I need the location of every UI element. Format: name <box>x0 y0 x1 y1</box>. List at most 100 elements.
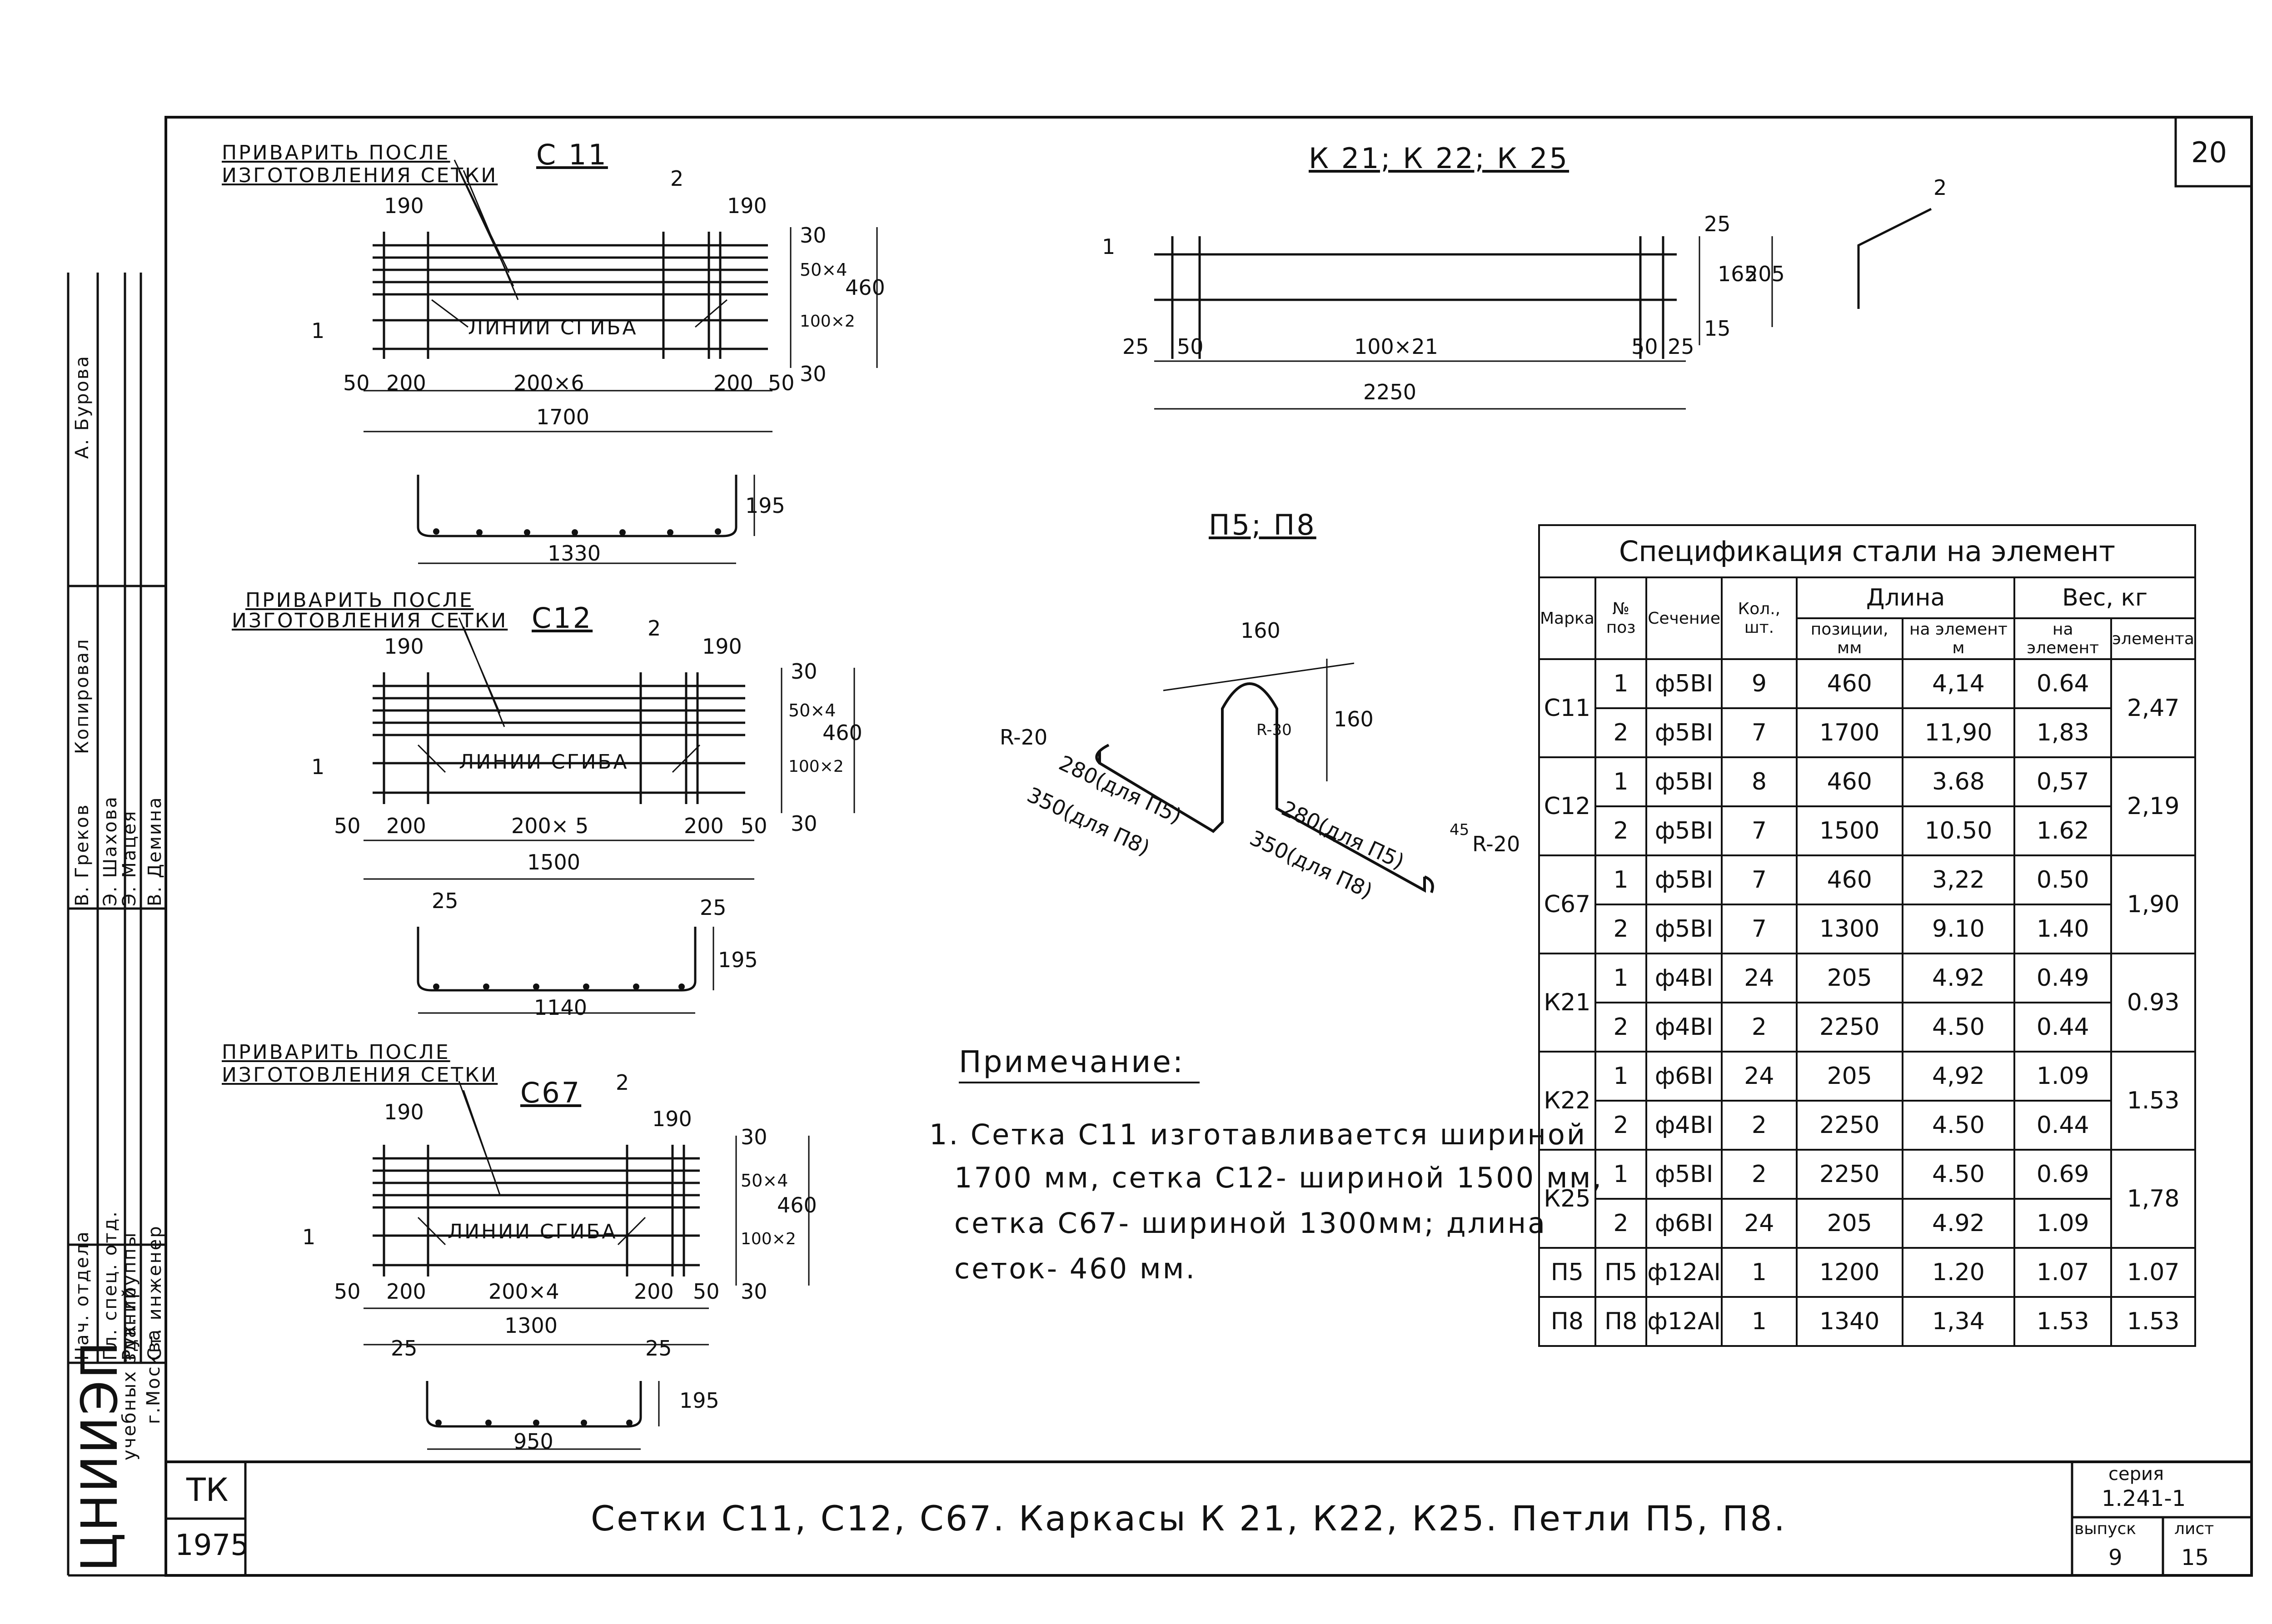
c11-dim-total: 1700 <box>536 405 590 429</box>
pos-cell: 1 <box>1594 1051 1648 1102</box>
length-pos-cell: 1340 <box>1795 1296 1903 1347</box>
k-dim-total: 2250 <box>1363 380 1417 404</box>
bend-lines-c11: ЛИНИИ СГИБА <box>468 316 638 339</box>
c67-bent-height: 195 <box>679 1388 719 1413</box>
col-len-pos: позиции, мм <box>1795 617 1903 660</box>
weight-total-cell: 1.07 <box>2110 1247 2196 1298</box>
c67-dim-top-left: 190 <box>384 1100 424 1124</box>
length-el-cell: 4.50 <box>1901 1100 2016 1151</box>
length-el-cell: 4.50 <box>1901 1002 2016 1053</box>
heading-c67: С67 <box>520 1076 582 1109</box>
length-pos-cell: 1300 <box>1795 904 1903 954</box>
weld-note-c11-1: ПРИВАРИТЬ ПОСЛЕ <box>222 141 450 164</box>
c67-bent-width: 950 <box>513 1429 553 1454</box>
c12-dim-v2: 50×4 <box>788 700 836 720</box>
p-radius-right: R-20 <box>1472 832 1520 856</box>
col-len-el: на элемент м <box>1901 617 2016 660</box>
length-el-cell: 4.92 <box>1901 953 2016 1003</box>
length-pos-cell: 1500 <box>1795 805 1903 856</box>
p-dim-small: 45 <box>1450 821 1470 839</box>
length-el-cell: 1,34 <box>1901 1296 2016 1347</box>
k-dim-l50: 50 <box>1177 334 1204 359</box>
c11-dim-v4: 30 <box>800 362 827 386</box>
p-radius-left: R-20 <box>1000 725 1048 750</box>
pos-cell: 2 <box>1594 707 1648 758</box>
mark-cell: К21 <box>1538 953 1596 1053</box>
c12-bent-width: 1140 <box>534 995 588 1020</box>
weight-el-cell: 0.50 <box>2013 854 2113 905</box>
mark-cell: К25 <box>1538 1149 1596 1249</box>
c11-dim-mid: 200×6 <box>513 371 584 395</box>
qty-cell: 9 <box>1720 658 1798 709</box>
section-cell: ф6ВI <box>1645 1198 1723 1249</box>
pos-cell: П5 <box>1594 1247 1648 1298</box>
c11-dim-left: 50 <box>343 371 370 395</box>
c12-dim-total: 1500 <box>527 850 581 874</box>
stamp-series: 1.241-1 <box>2102 1486 2186 1511</box>
pos-cell: 1 <box>1594 1149 1648 1200</box>
col-weight: Вес, кг <box>2013 576 2196 619</box>
section-cell: ф5ВI <box>1645 805 1723 856</box>
k-dim-r50: 50 <box>1631 334 1658 359</box>
qty-cell: 24 <box>1720 1051 1798 1102</box>
note-title: Примечание: <box>959 1044 1185 1079</box>
length-el-cell: 1.20 <box>1901 1247 2016 1298</box>
mark-cell: С12 <box>1538 756 1596 856</box>
weld-note-c11-2: ИЗГОТОВЛЕНИЯ СЕТКИ <box>222 164 498 187</box>
qty-cell: 7 <box>1720 854 1798 905</box>
qty-cell: 1 <box>1720 1247 1798 1298</box>
weight-el-cell: 1.53 <box>2013 1296 2113 1347</box>
c67-dim-mid: 200×4 <box>488 1279 559 1304</box>
length-el-cell: 11,90 <box>1901 707 2016 758</box>
pos-cell: 2 <box>1594 805 1648 856</box>
weight-el-cell: 1.07 <box>2013 1247 2113 1298</box>
length-pos-cell: 2250 <box>1795 1149 1903 1200</box>
weight-el-cell: 1,83 <box>2013 707 2113 758</box>
pos-cell: 2 <box>1594 1002 1648 1053</box>
k-dim-right: 25 <box>1668 334 1694 359</box>
pos-2-c12: 2 <box>648 616 661 641</box>
col-w-total: элемента <box>2110 617 2196 660</box>
section-cell: ф5ВI <box>1645 658 1723 709</box>
bend-lines-c67: ЛИНИИ СГИБА <box>448 1220 618 1243</box>
c12-dim-top-left: 190 <box>384 634 424 659</box>
pos-1-k: 1 <box>1102 234 1116 259</box>
side-role-4: Ст. инженер <box>144 1225 165 1361</box>
p-dim-top: 160 <box>1241 618 1280 643</box>
side-role-5: Копировал <box>72 638 93 754</box>
weight-el-cell: 0.69 <box>2013 1149 2113 1200</box>
mark-cell: С67 <box>1538 854 1596 954</box>
pos-cell: П8 <box>1594 1296 1648 1347</box>
stamp-sheet: 15 <box>2181 1545 2209 1570</box>
c67-leg-1: 25 <box>391 1336 418 1361</box>
k-dim-v165: 165 <box>1718 262 1758 286</box>
p-dim-height: 160 <box>1334 707 1374 731</box>
stamp-issue-label: выпуск <box>2074 1520 2137 1538</box>
weight-el-cell: 0,57 <box>2013 756 2113 807</box>
length-el-cell: 3,22 <box>1901 854 2016 905</box>
side-name-4: В. Демина <box>144 796 165 906</box>
c12-dim-mid: 200× 5 <box>511 814 589 838</box>
pos-cell: 2 <box>1594 1100 1648 1151</box>
stamp-series-label: серия <box>2108 1464 2164 1485</box>
bend-lines-c12: ЛИНИИ СГИБА <box>459 750 629 774</box>
p-radius-top: R-30 <box>1256 721 1292 739</box>
col-length: Длина <box>1795 576 2016 619</box>
weld-note-c12-1: ПРИВАРИТЬ ПОСЛЕ <box>245 589 474 612</box>
pos-1-c11: 1 <box>311 318 325 343</box>
c67-dim-b1: 200 <box>386 1279 426 1304</box>
section-cell: ф4ВI <box>1645 953 1723 1003</box>
weight-el-cell: 1.62 <box>2013 805 2113 856</box>
pos-2-c67: 2 <box>616 1070 629 1095</box>
c12-dim-b2: 200 <box>684 814 724 838</box>
c11-dim-v1: 30 <box>800 223 827 248</box>
length-el-cell: 9.10 <box>1901 904 2016 954</box>
length-el-cell: 10.50 <box>1901 805 2016 856</box>
c11-dim-v2: 50×4 <box>800 260 847 280</box>
c11-dim-v3: 100×2 <box>800 312 855 331</box>
